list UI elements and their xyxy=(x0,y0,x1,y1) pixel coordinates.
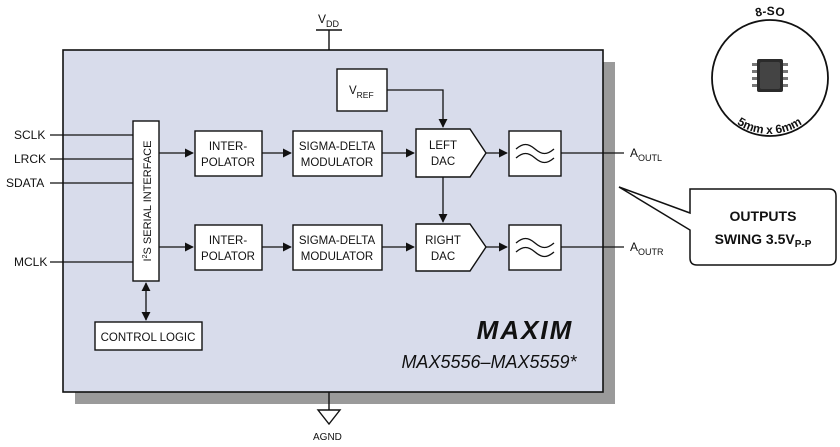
left-dac-label-2: DAC xyxy=(431,156,455,168)
control-logic-block xyxy=(94,321,203,351)
filter-wave-icon xyxy=(515,152,555,164)
package-type-label: 8-SO xyxy=(754,4,786,20)
vdd-label: VDD xyxy=(318,12,340,29)
input-label-sdata: SDATA xyxy=(6,176,44,190)
interpolator-right-block xyxy=(194,224,263,271)
modulator-left-label-2: MODULATOR xyxy=(301,157,373,169)
modulator-left-label-1: SIGMA-DELTA xyxy=(299,141,376,153)
maxim-logo: MAXIM xyxy=(477,315,574,345)
filter-wave-icon xyxy=(515,246,555,258)
input-label-lrck: LRCK xyxy=(14,152,46,166)
outputs-callout xyxy=(618,186,837,266)
serial-interface-block xyxy=(132,120,160,282)
output-label-left: AOUTL xyxy=(630,146,662,163)
interpolator-left-label-1: INTER- xyxy=(209,141,248,153)
vref-block xyxy=(336,68,388,112)
modulator-right-label-2: MODULATOR xyxy=(301,251,373,263)
modulator-right-block xyxy=(292,224,383,271)
input-label-mclk: MCLK xyxy=(14,255,47,269)
right-dac-label-1: RIGHT xyxy=(425,235,461,247)
chip-package-icon xyxy=(752,59,788,92)
vref-label: VREF xyxy=(349,85,374,100)
interpolator-right-label-2: POLATOR xyxy=(201,251,255,263)
lowpass-filter-left-block xyxy=(508,130,562,177)
output-label-right: AOUTR xyxy=(630,240,664,257)
filter-wave-icon xyxy=(515,237,555,249)
vref-arrow xyxy=(387,89,448,128)
right-dac-label-2: DAC xyxy=(431,251,455,263)
modulator-right-label-1: SIGMA-DELTA xyxy=(299,235,376,247)
modulator-left-block xyxy=(292,130,383,177)
left-dac-label-1: LEFT xyxy=(429,140,457,152)
interpolator-left-label-2: POLATOR xyxy=(201,157,255,169)
lowpass-filter-right-block xyxy=(508,224,562,271)
interpolator-left-block xyxy=(194,130,263,177)
serial-interface-label: I2S SERIAL INTERFACE xyxy=(142,141,154,262)
control-logic-label: CONTROL LOGIC xyxy=(101,332,196,344)
package-size-label: 5mm x 6mm xyxy=(735,114,804,136)
left-dac-block xyxy=(415,128,487,178)
agnd-label: AGND xyxy=(313,432,342,443)
ground-symbol xyxy=(316,409,342,426)
callout-line1: OUTPUTS xyxy=(730,208,797,224)
part-number-label: MAX5556–MAX5559* xyxy=(401,352,577,372)
right-dac-block xyxy=(415,223,487,272)
callout-line2: SWING 3.5VP-P xyxy=(715,231,812,250)
filter-wave-icon xyxy=(515,143,555,155)
input-label-sclk: SCLK xyxy=(14,128,45,142)
interpolator-right-label-1: INTER- xyxy=(209,235,248,247)
